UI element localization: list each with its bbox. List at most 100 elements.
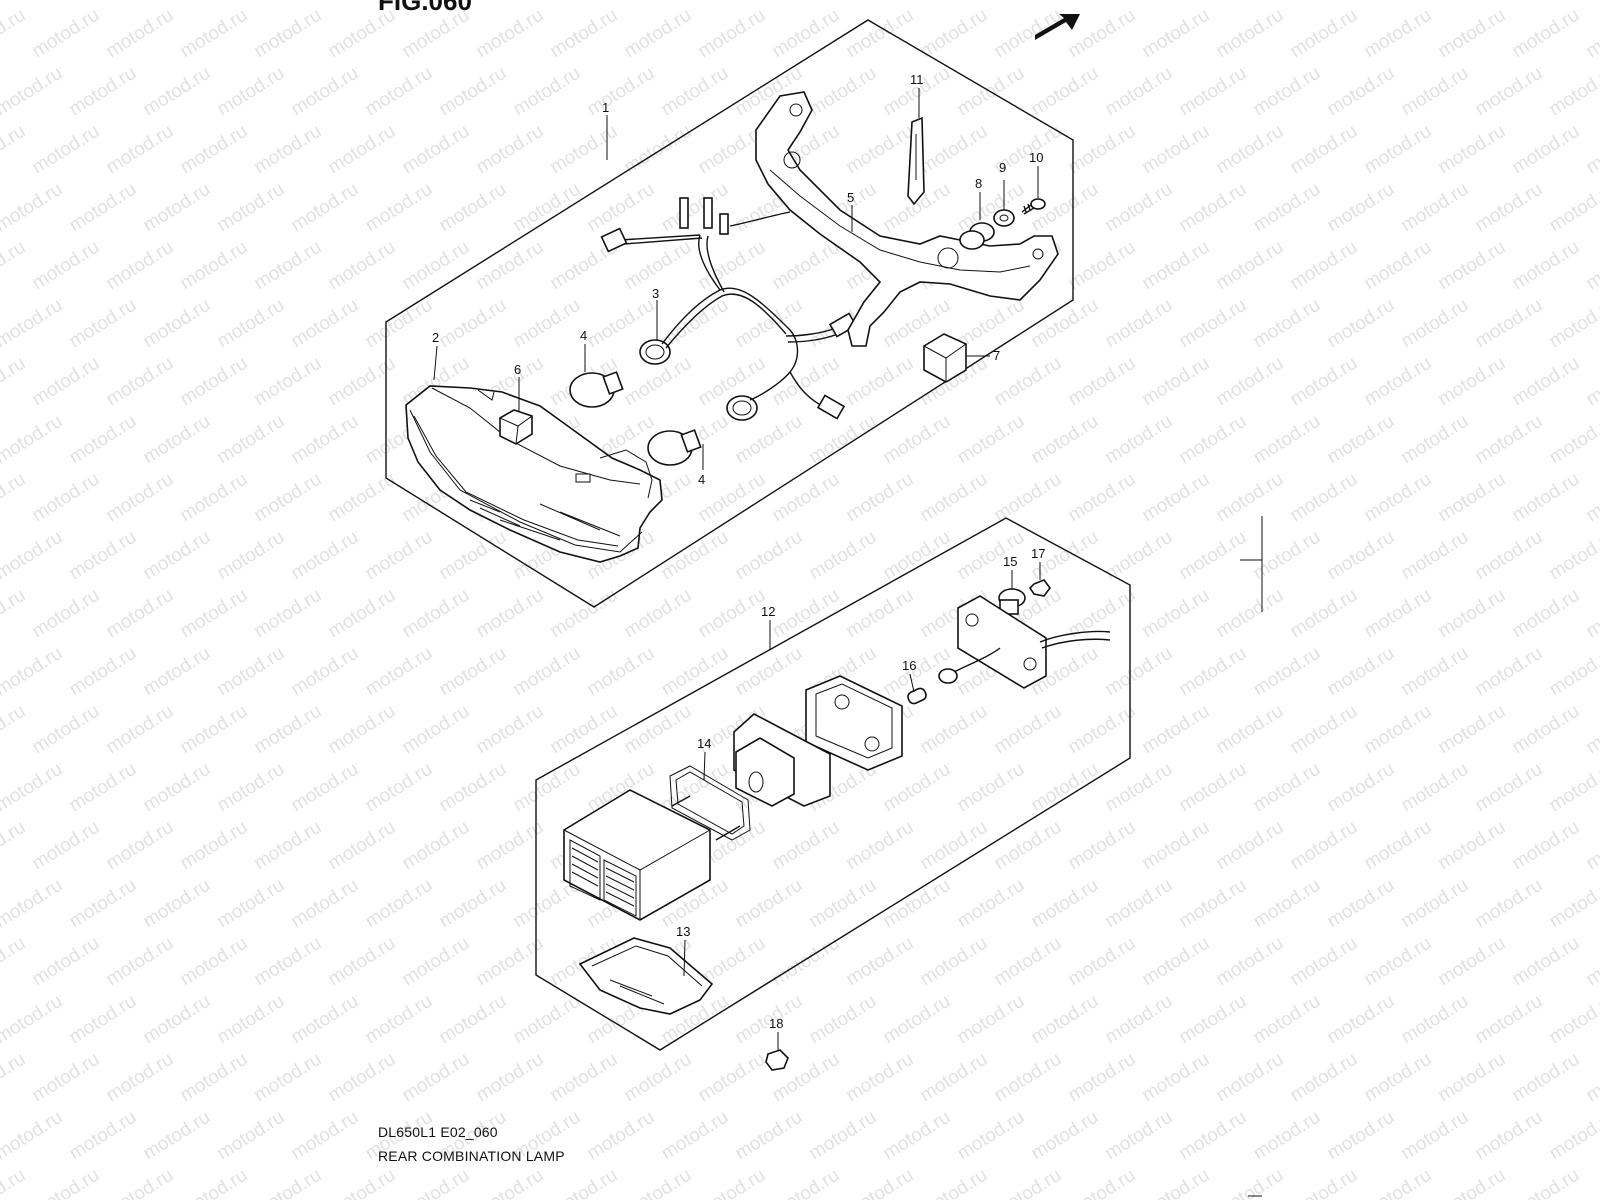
watermark-text: motod.ru: [1213, 1049, 1288, 1107]
callout-11: 11: [910, 72, 924, 87]
watermark-text: motod.ru: [103, 817, 178, 875]
watermark-text: motod.ru: [695, 237, 770, 295]
strap-icon: [907, 116, 925, 206]
watermark-text: motod.ru: [325, 817, 400, 875]
watermark-text: motod.ru: [954, 875, 1029, 933]
watermark-text: motod.ru: [1065, 933, 1140, 991]
watermark-text: motod.ru: [510, 643, 585, 701]
watermark-text: motod.ru: [1583, 585, 1600, 643]
watermark-text: motod.ru: [1213, 701, 1288, 759]
watermark-text: motod.ru: [917, 121, 992, 179]
watermark-text: motod.ru: [140, 179, 215, 237]
watermark-text: motod.ru: [140, 527, 215, 585]
watermark-text: motod.ru: [1287, 585, 1362, 643]
watermark-text: motod.ru: [584, 643, 659, 701]
watermark-text: motod.ru: [621, 1049, 696, 1107]
watermark-text: motod.ru: [29, 1049, 104, 1107]
watermark-text: motod.ru: [1176, 643, 1251, 701]
watermark-text: motod.ru: [0, 237, 29, 295]
watermark-text: motod.ru: [325, 933, 400, 991]
watermark-text: motod.ru: [1176, 179, 1251, 237]
watermark-text: motod.ru: [0, 875, 66, 933]
watermark-text: motod.ru: [177, 1049, 252, 1107]
license-lamp-housing-icon: [563, 789, 741, 921]
watermark-text: motod.ru: [1065, 469, 1140, 527]
watermark-text: motod.ru: [0, 1049, 29, 1107]
watermark-text: motod.ru: [880, 527, 955, 585]
watermark-text: motod.ru: [658, 0, 733, 4]
watermark-text: motod.ru: [917, 933, 992, 991]
watermark-text: motod.ru: [0, 179, 66, 237]
watermark-text: motod.ru: [362, 991, 437, 1049]
watermark-text: motod.ru: [880, 0, 955, 4]
watermark-text: motod.ru: [29, 5, 104, 63]
watermark-text: motod.ru: [1398, 643, 1473, 701]
watermark-text: motod.ru: [177, 585, 252, 643]
watermark-text: motod.ru: [1176, 295, 1251, 353]
watermark-text: motod.ru: [1546, 411, 1600, 469]
watermark-text: motod.ru: [1472, 179, 1547, 237]
watermark-text: motod.ru: [1472, 643, 1547, 701]
callout-4a: 4: [580, 328, 587, 343]
watermark-text: motod.ru: [1583, 701, 1600, 759]
watermark-text: motod.ru: [288, 411, 363, 469]
watermark-text: motod.ru: [1139, 1165, 1214, 1200]
watermark-text: motod.ru: [954, 0, 1029, 4]
watermark-text: motod.ru: [1065, 121, 1140, 179]
watermark-text: motod.ru: [29, 933, 104, 991]
watermark-text: motod.ru: [880, 1107, 955, 1165]
watermark-text: motod.ru: [584, 0, 659, 4]
watermark-text: motod.ru: [140, 759, 215, 817]
watermark-text: motod.ru: [547, 701, 622, 759]
watermark-text: motod.ru: [621, 5, 696, 63]
watermark-text: motod.ru: [843, 817, 918, 875]
watermark-text: motod.ru: [214, 991, 289, 1049]
watermark-text: motod.ru: [177, 5, 252, 63]
watermark-text: motod.ru: [399, 585, 474, 643]
watermark-text: motod.ru: [658, 1107, 733, 1165]
watermark-text: motod.ru: [66, 179, 141, 237]
watermark-text: motod.ru: [1028, 295, 1103, 353]
watermark-text: motod.ru: [29, 1165, 104, 1200]
callout-12: 12: [761, 604, 775, 619]
watermark-text: motod.ru: [214, 295, 289, 353]
watermark-text: motod.ru: [1435, 121, 1510, 179]
watermark-text: motod.ru: [103, 5, 178, 63]
watermark-text: motod.ru: [325, 1049, 400, 1107]
watermark-text: motod.ru: [584, 1107, 659, 1165]
watermark-text: motod.ru: [0, 817, 29, 875]
watermark-text: motod.ru: [584, 63, 659, 121]
watermark-text: motod.ru: [0, 121, 29, 179]
watermark-text: motod.ru: [1176, 411, 1251, 469]
watermark-text: motod.ru: [695, 1165, 770, 1200]
watermark-text: motod.ru: [103, 1049, 178, 1107]
watermark-text: motod.ru: [1398, 991, 1473, 1049]
watermark-text: motod.ru: [1250, 295, 1325, 353]
watermark-text: motod.ru: [806, 527, 881, 585]
watermark-text: motod.ru: [1213, 237, 1288, 295]
watermark-text: motod.ru: [140, 295, 215, 353]
callout-16: 16: [902, 658, 916, 673]
watermark-text: motod.ru: [1546, 0, 1600, 4]
watermark-text: motod.ru: [1250, 875, 1325, 933]
watermark-text: motod.ru: [288, 875, 363, 933]
bulb-icon: [647, 429, 702, 466]
watermark-text: motod.ru: [1250, 991, 1325, 1049]
callout-13: 13: [676, 924, 690, 939]
watermark-text: motod.ru: [1028, 63, 1103, 121]
watermark-text: motod.ru: [0, 411, 66, 469]
watermark-text: motod.ru: [1583, 121, 1600, 179]
watermark-text: motod.ru: [436, 0, 511, 4]
watermark-text: motod.ru: [288, 0, 363, 4]
watermark-text: motod.ru: [0, 353, 29, 411]
watermark-text: motod.ru: [1065, 701, 1140, 759]
watermark-text: motod.ru: [362, 759, 437, 817]
watermark-text: motod.ru: [695, 1049, 770, 1107]
watermark-text: motod.ru: [1398, 875, 1473, 933]
watermark-text: motod.ru: [1102, 991, 1177, 1049]
watermark-text: motod.ru: [251, 237, 326, 295]
watermark-text: motod.ru: [1176, 63, 1251, 121]
watermark-text: motod.ru: [843, 469, 918, 527]
watermark-text: motod.ru: [0, 643, 66, 701]
watermark-text: motod.ru: [1583, 1165, 1600, 1200]
